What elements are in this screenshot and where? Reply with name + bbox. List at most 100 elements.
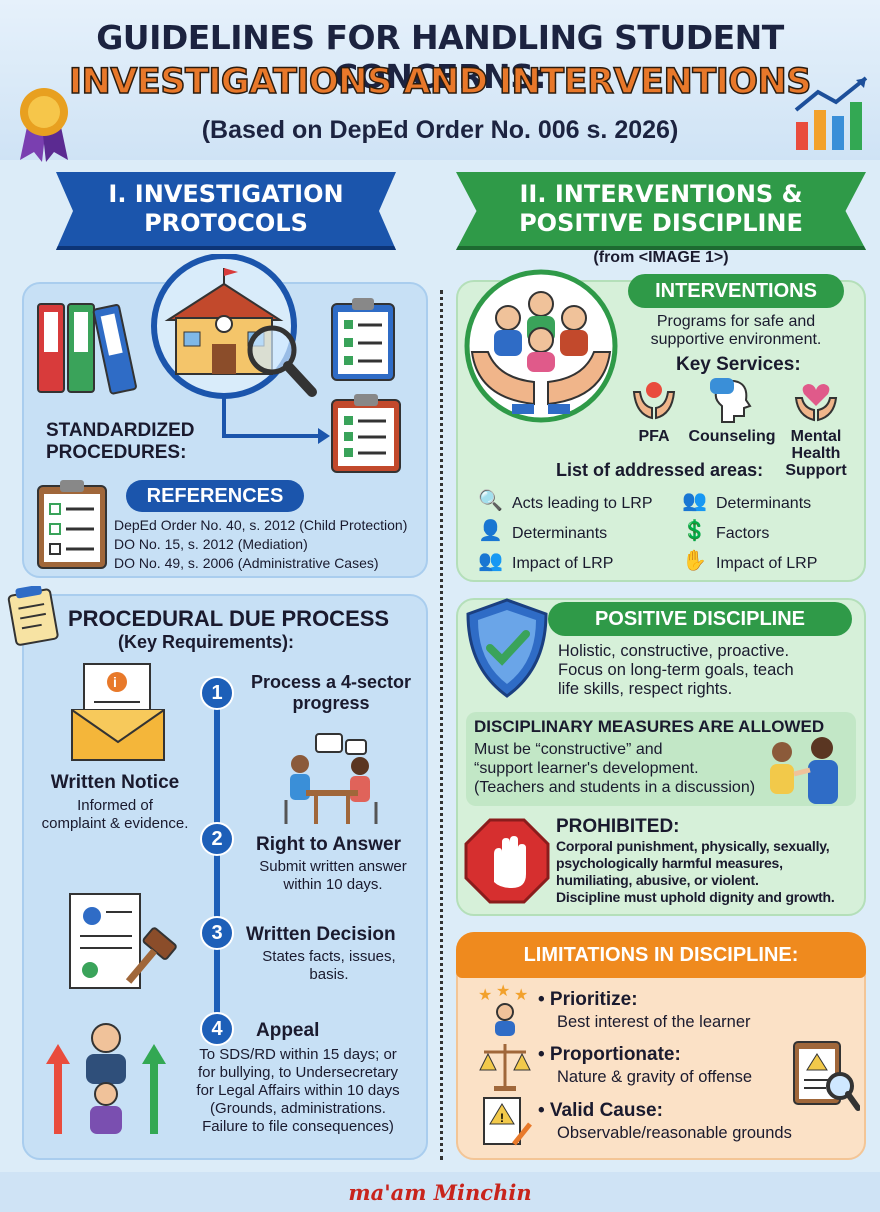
measures-line: Must be “constructive” and: [474, 741, 663, 758]
pd-desc-line: Holistic, constructive, proactive.: [558, 642, 790, 660]
checklist-clipboard-icon-2: [331, 394, 401, 473]
document-gavel-icon: [69, 893, 177, 989]
references-clipboard-icon: [37, 480, 107, 569]
interventions-desc-line1: Programs for safe and: [656, 313, 816, 330]
column-divider: [440, 290, 443, 1160]
header-background: [0, 0, 880, 160]
step-1-line1: Process a 4-sector: [250, 672, 412, 692]
person-icon: 👤: [478, 520, 503, 542]
reference-item: DO No. 15, s. 2012 (Mediation): [114, 536, 308, 552]
step-4-line: Failure to file consequences): [202, 1118, 394, 1135]
step-2-line2: within 10 days.: [283, 875, 383, 893]
limitation-1-desc: Best interest of the learner: [557, 1013, 751, 1031]
area-item: Determinants: [716, 495, 812, 512]
pd-desc-line: Focus on long-term goals, teach: [558, 661, 794, 679]
header-title-line3: (Based on DepEd Order No. 006 s. 2026): [201, 116, 679, 144]
stars-person-icon: ★★★: [478, 984, 528, 1036]
step-4-line: (Grounds, administrations.: [210, 1100, 386, 1117]
appeal-hierarchy-icon: [46, 1023, 166, 1134]
envelope-notice-icon: i: [71, 663, 165, 761]
written-notice-line2: complaint & evidence.: [41, 814, 189, 832]
group-icon: 👥: [478, 550, 503, 572]
school-magnifier-icon: [151, 254, 317, 399]
limitation-3-title: • Valid Cause:: [538, 1100, 663, 1121]
step-4-marker: 4: [200, 1012, 234, 1046]
step-2-title: Right to Answer: [256, 834, 401, 855]
interventions-banner-line2: POSITIVE DISCIPLINE: [519, 209, 803, 237]
limitation-1-title: • Prioritize:: [538, 989, 638, 1010]
award-ribbon-icon: [20, 88, 68, 162]
areas-right-icons: 👥 💲 ✋: [682, 486, 712, 576]
addressed-areas-label: List of addressed areas:: [556, 460, 764, 480]
step-1-line2: progress: [292, 693, 370, 714]
investigation-banner-line2: PROTOCOLS: [144, 209, 308, 237]
source-note: (from <IMAGE 1>): [593, 249, 729, 266]
written-notice-line1: Informed of: [77, 797, 153, 814]
written-notice-desc: Informed of complaint & evidence.: [24, 797, 206, 832]
standardized-line1: STANDARDIZED: [46, 420, 195, 441]
hands-icon: ✋: [682, 550, 707, 572]
growth-chart-icon: [794, 76, 868, 150]
svg-text:★: ★: [478, 987, 492, 1004]
step-3-line1: States facts, issues,: [262, 948, 396, 965]
pd-desc-line: life skills, respect rights.: [558, 680, 733, 698]
step-1-title: Process a 4-sector progress: [236, 672, 426, 714]
checklist-clipboard-icon: [331, 298, 395, 381]
standardized-procedures-heading: STANDARDIZED PROCEDURES:: [46, 420, 194, 465]
step-4-line: for bullying, to Undersecretary: [197, 1064, 399, 1081]
svg-text:★: ★: [496, 984, 510, 1000]
step-4-desc: To SDS/RD within 15 days; or for bullyin…: [168, 1046, 428, 1136]
step-4-title: Appeal: [256, 1020, 320, 1041]
references-list: DepEd Order No. 40, s. 2012 (Child Prote…: [114, 516, 407, 573]
prohibited-title: PROHIBITED:: [556, 816, 680, 837]
limitation-3-desc: Observable/reasonable grounds: [557, 1124, 792, 1142]
interventions-desc-line2: supportive environment.: [650, 331, 822, 348]
service-mental-line: Mental: [790, 428, 842, 445]
step-2-line1: Submit written answer: [259, 858, 407, 875]
areas-left-list: Acts leading to LRP Determinants Impact …: [512, 489, 653, 579]
footer-credit: ma'am Minchin: [348, 1180, 532, 1205]
clipboard-magnifier-icon: [793, 1041, 860, 1111]
service-health-line: Health: [791, 445, 841, 462]
interventions-banner: II. INTERVENTIONS &POSITIVE DISCIPLINE: [456, 172, 866, 250]
area-item: Impact of LRP: [716, 555, 818, 572]
areas-right-list: Determinants Factors Impact of LRP: [716, 489, 817, 579]
area-item: Acts leading to LRP: [512, 495, 653, 512]
warning-document-icon: !: [483, 1097, 532, 1146]
references-label: REFERENCES: [126, 480, 304, 512]
step-3-line2: basis.: [309, 965, 349, 983]
due-process-title: PROCEDURAL DUE PROCESS: [68, 606, 390, 631]
service-mental-health-support: Mental Health Support: [778, 428, 854, 479]
interventions-desc: Programs for safe and supportive environ…: [618, 313, 854, 349]
header-title-line2: INVESTIGATIONS AND INTERVENTIONS: [68, 61, 812, 103]
binders-icon: [37, 303, 137, 395]
reference-item: DO No. 49, s. 2006 (Administrative Cases…: [114, 555, 379, 571]
measures-title: DISCIPLINARY MEASURES ARE ALLOWED: [474, 717, 825, 736]
pfa-hands-icon: [632, 382, 676, 420]
people-icon: 👥: [682, 490, 707, 512]
step-4-line: for Legal Affairs within 10 days: [196, 1082, 400, 1099]
limitation-2-title: • Proportionate:: [538, 1044, 681, 1065]
balance-scale-icon: [479, 1044, 531, 1091]
area-item: Determinants: [512, 525, 608, 542]
positive-discipline-label: POSITIVE DISCIPLINE: [548, 602, 852, 636]
prohibited-line: Discipline must uphold dignity and growt…: [556, 889, 835, 905]
step-3-desc: States facts, issues, basis.: [234, 948, 424, 983]
hands-community-icon: [464, 269, 618, 423]
footer-bar: [0, 1172, 880, 1212]
timeline-line: [214, 690, 220, 1038]
area-item: Impact of LRP: [512, 555, 614, 572]
step-2-marker: 2: [200, 822, 234, 856]
counseling-head-icon: [710, 378, 752, 423]
limitations-label: LIMITATIONS IN DISCIPLINE:: [456, 932, 866, 978]
svg-text:!: !: [500, 1111, 504, 1125]
magnifier-people-icon: 🔍: [478, 490, 503, 512]
area-item: Factors: [716, 525, 770, 542]
svg-text:★: ★: [514, 987, 528, 1004]
measures-line: (Teachers and students in a discussion): [474, 779, 756, 796]
due-process-subtitle: (Key Requirements):: [118, 632, 295, 652]
measures-desc: Must be “constructive” and “support lear…: [474, 740, 755, 797]
reference-item: DepEd Order No. 40, s. 2012 (Child Prote…: [114, 517, 408, 533]
step-1-marker: 1: [200, 676, 234, 710]
